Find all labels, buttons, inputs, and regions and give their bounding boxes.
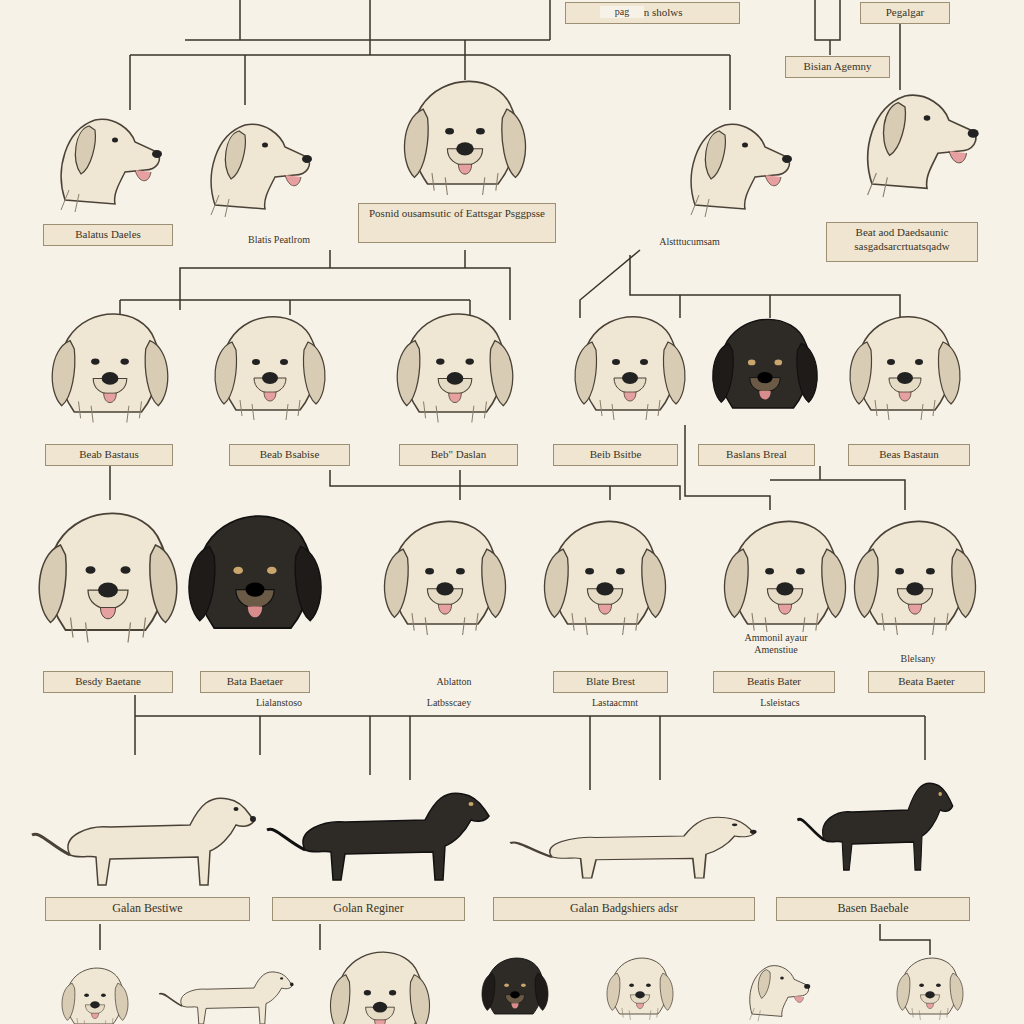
- annotation-text: Blelsany: [878, 653, 958, 665]
- dog-name: Besdy Baetane: [50, 675, 166, 689]
- annotation-text: pag: [600, 6, 644, 18]
- dog-name: Balatus Daeles: [50, 228, 166, 242]
- pedigree-label-box: Blate Brest: [553, 671, 668, 693]
- pedigree-label-box: Baslans Breal: [698, 444, 815, 466]
- dog-name: Gulan sholws: [572, 6, 733, 20]
- dog-name: Beatis Bater: [720, 675, 828, 689]
- annotation-text: Lsleistacs: [738, 697, 822, 709]
- pedigree-label-box: Golan Reginer: [272, 897, 465, 921]
- dog-name: Galan Badgshiers adsr: [500, 901, 748, 916]
- pedigree-label-box: Balatus Daeles: [43, 224, 173, 246]
- pedigree-label-box: Beb" Daslan: [399, 444, 518, 466]
- dog-name: Baslans Breal: [705, 448, 808, 462]
- dog-name: Beab Bsabise: [236, 448, 343, 462]
- annotation-text: Lialanstoso: [232, 697, 326, 709]
- annotation-text: Lastaacmnt: [568, 697, 662, 709]
- dog-name: Galan Bestiwe: [52, 901, 243, 916]
- dog-name: Pegalgar: [867, 6, 943, 20]
- annotation-text: Blatis Peatlrom: [232, 234, 326, 246]
- pedigree-label-box: Beib Bsitbe: [553, 444, 678, 466]
- pedigree-label-box: Bata Baetaer: [200, 671, 310, 693]
- dog-name: Bata Baetaer: [207, 675, 303, 689]
- dog-portraits: [32, 81, 979, 1024]
- pedigree-label-box: Basen Baebale: [776, 897, 970, 921]
- dog-name: Beat aod Daedsaunic sasgadsarcrtuatsqadw: [833, 226, 971, 254]
- pedigree-label-box: Bisian Agemny: [785, 56, 890, 78]
- dog-name: Beab Bastaus: [52, 448, 166, 462]
- pedigree-label-box: Beat aod Daedsaunic sasgadsarcrtuatsqadw: [826, 222, 978, 262]
- annotation-text: Alstttucumsam: [640, 236, 739, 248]
- pedigree-label-box: Beas Bastaun: [848, 444, 970, 466]
- pedigree-label-box: Beab Bastaus: [45, 444, 173, 466]
- dog-name: Beas Bastaun: [855, 448, 963, 462]
- pedigree-label-box: Pegalgar: [860, 2, 950, 24]
- pedigree-label-box: Galan Bestiwe: [45, 897, 250, 921]
- pedigree-label-box: Besdy Baetane: [43, 671, 173, 693]
- dog-name: Bisian Agemny: [792, 60, 883, 74]
- annotation-text: Ablatton: [412, 676, 496, 688]
- pedigree-label-box: Galan Badgshiers adsr: [493, 897, 755, 921]
- dog-name: Blate Brest: [560, 675, 661, 689]
- pedigree-label-box: Beatis Bater: [713, 671, 835, 693]
- dog-name: Beata Baeter: [875, 675, 978, 689]
- pedigree-label-box: Gulan sholws: [565, 2, 740, 24]
- pedigree-label-box: Beab Bsabise: [229, 444, 350, 466]
- annotation-text: Latbsscaey: [402, 697, 496, 709]
- dog-name: Beib Bsitbe: [560, 448, 671, 462]
- annotation-text: Ammonil ayaur Amenstiue: [722, 632, 830, 656]
- dog-name: Beb" Daslan: [406, 448, 511, 462]
- dog-name: Basen Baebale: [783, 901, 963, 916]
- dog-name: Golan Reginer: [279, 901, 458, 916]
- pedigree-label-box: Beata Baeter: [868, 671, 985, 693]
- pedigree-label-box: Posnid ousamsutic of Eattsgar Psggpsse: [358, 203, 556, 243]
- dog-name: Posnid ousamsutic of Eattsgar Psggpsse: [365, 207, 549, 221]
